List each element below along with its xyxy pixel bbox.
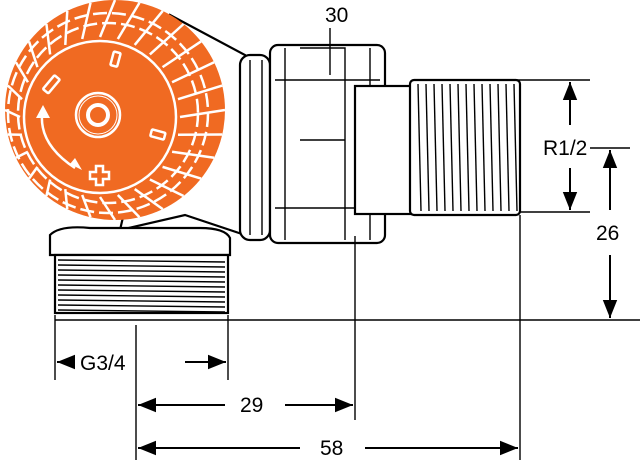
knob-rib <box>64 188 69 210</box>
knob-rib <box>81 194 92 218</box>
inlet-thread <box>48 226 232 315</box>
thread-line <box>441 83 446 212</box>
knob-rib <box>116 194 141 219</box>
extension-lines <box>54 28 640 460</box>
knob-mark-icon <box>149 128 167 141</box>
thread-line <box>57 259 226 263</box>
knob-rib-ring <box>16 21 200 205</box>
thread-line <box>489 83 494 212</box>
knob-center-icon <box>74 91 122 139</box>
outlet-thread <box>353 78 522 217</box>
inlet-thread-label: G3/4 <box>80 352 126 375</box>
minus-symbol-icon <box>42 74 61 95</box>
thread-line <box>57 284 226 288</box>
thread-line <box>481 83 486 212</box>
thread-line <box>513 83 518 212</box>
thread-line <box>465 83 470 212</box>
thread-line <box>433 83 438 212</box>
outlet-height-label: 26 <box>596 222 619 245</box>
thread-line <box>57 299 226 303</box>
thread-line <box>505 83 510 212</box>
nut-size-label: 30 <box>325 4 348 27</box>
thread-line <box>57 274 226 278</box>
knob-rib <box>98 196 117 221</box>
thread-line <box>57 279 226 283</box>
knob-rib <box>177 84 223 101</box>
thread-line <box>417 83 422 212</box>
knob-rib <box>80 2 92 40</box>
knob-rib <box>133 188 164 211</box>
thermostat-knob <box>4 0 226 221</box>
overall-length-label: 58 <box>320 437 343 460</box>
thread-line <box>57 309 226 313</box>
knob-rib <box>98 0 117 38</box>
knob-rib <box>27 41 39 68</box>
thread-line <box>449 83 454 212</box>
thread-line <box>425 83 430 212</box>
knob-rib-ring <box>6 11 210 215</box>
thread-line <box>473 83 478 212</box>
inlet-to-nut-label: 29 <box>240 394 263 417</box>
plus-symbol-icon <box>88 164 111 187</box>
knob-rib <box>171 150 215 159</box>
knob-mark-icon <box>109 50 122 68</box>
thread-line <box>57 264 226 268</box>
thread-line <box>57 289 226 293</box>
thread-line <box>57 269 226 273</box>
knob-rib <box>64 10 69 45</box>
knob-rib <box>161 40 202 69</box>
knob-rib <box>133 10 164 46</box>
knob-rib <box>116 2 141 40</box>
thread-line <box>497 83 502 212</box>
knob-rib <box>149 23 185 56</box>
outlet-thread-label: R1/2 <box>543 137 587 160</box>
knob-rib <box>45 23 52 55</box>
thread-line <box>57 294 226 298</box>
knob-rib <box>171 61 215 84</box>
thread-line <box>57 304 226 308</box>
knob-rib <box>162 165 202 180</box>
thread-line <box>457 83 462 212</box>
rotate-arrow-icon <box>40 114 76 170</box>
knob-rib <box>149 178 185 198</box>
dimension-lines <box>57 82 618 456</box>
knob-rib <box>179 108 226 119</box>
